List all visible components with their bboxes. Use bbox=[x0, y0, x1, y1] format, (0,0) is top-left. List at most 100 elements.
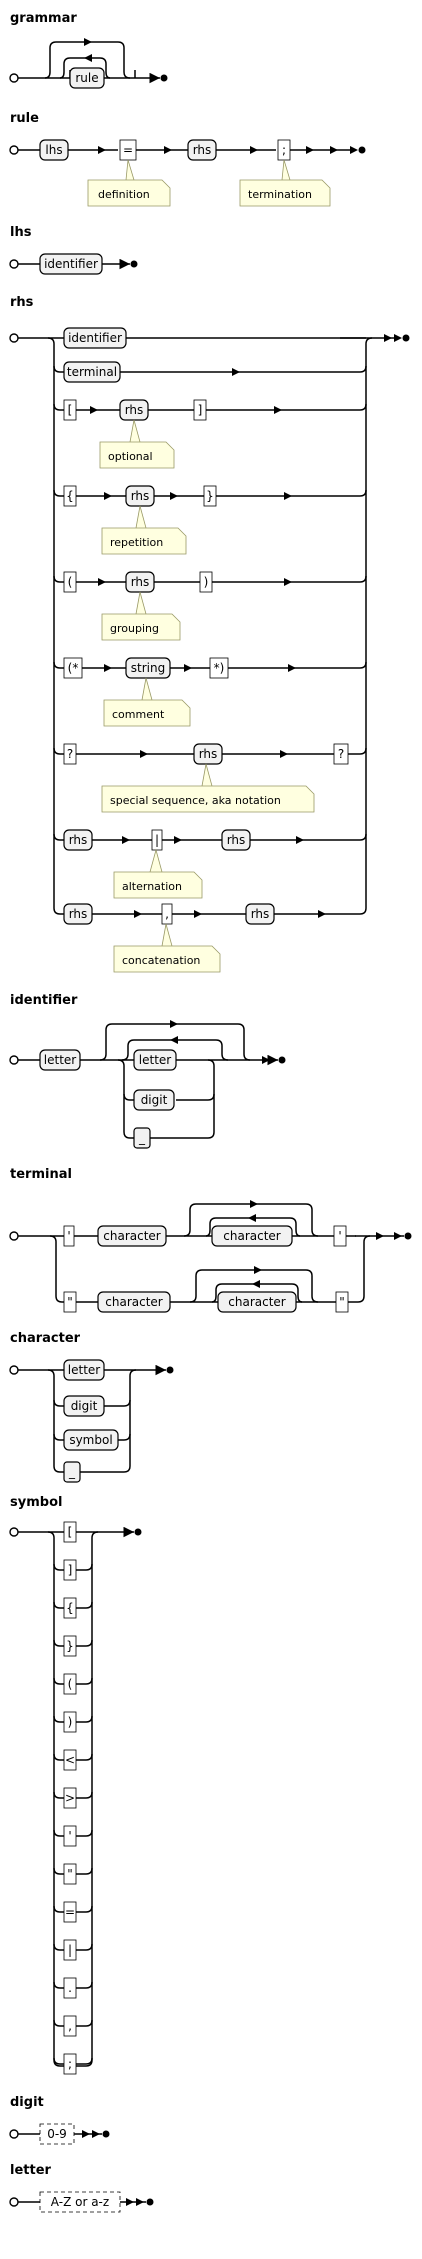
symbol-item-label: { bbox=[66, 1601, 74, 1615]
character-digit-node bbox=[63, 1395, 105, 1417]
symbol-item-node bbox=[63, 2015, 77, 2037]
symbol-item-label: < bbox=[65, 1753, 75, 1767]
symbol-item-node bbox=[63, 1787, 77, 1809]
rule-note-definition-text: definition bbox=[98, 188, 150, 201]
digit-section: digit 0-9 bbox=[9, 2095, 110, 2145]
rhs-comma-label: , bbox=[165, 907, 169, 921]
symbol-item-label: [ bbox=[68, 1525, 73, 1539]
terminal-section: terminal ' character character ' " chara… bbox=[9, 1167, 412, 1313]
rhs-qmark-close-label: ? bbox=[338, 747, 344, 761]
grammar-start bbox=[9, 73, 19, 83]
symbol-item-label: ) bbox=[68, 1715, 73, 1729]
rhs-string-label: string bbox=[131, 661, 165, 675]
letter-range-label: A-Z or a-z bbox=[51, 2195, 109, 2209]
rule-note-termination-text: termination bbox=[248, 188, 312, 201]
grammar-section: grammar rule bbox=[9, 11, 168, 89]
terminal-character-label-4: character bbox=[228, 1295, 286, 1309]
character-symbol-label: symbol bbox=[69, 1433, 112, 1447]
lhs-identifier-label: identifier bbox=[44, 257, 98, 271]
rhs-note-concatenation-text: concatenation bbox=[122, 954, 200, 967]
identifier-section: identifier letter letter digit _ bbox=[9, 993, 286, 1149]
rule-title: rule bbox=[10, 111, 39, 126]
rhs-lcomment-label: (* bbox=[68, 661, 79, 675]
symbol-item-label: ] bbox=[68, 1563, 73, 1577]
symbol-item-node bbox=[63, 1939, 77, 1961]
lhs-section: lhs identifier bbox=[9, 225, 138, 275]
symbol-item-label: . bbox=[68, 1981, 72, 1995]
symbol-item-node bbox=[63, 1863, 77, 1885]
identifier-underscore-node bbox=[133, 1127, 151, 1149]
grammar-title: grammar bbox=[10, 11, 77, 26]
rhs-note-comment bbox=[103, 677, 191, 727]
rhs-pipe-label: | bbox=[155, 833, 159, 847]
rhs-note-concatenation bbox=[113, 923, 221, 973]
letter-range-node bbox=[39, 2191, 121, 2213]
rhs-grouping-rhs-label: rhs bbox=[131, 575, 150, 589]
rule-eq-label: = bbox=[123, 143, 133, 157]
symbol-item-node bbox=[63, 1711, 77, 1733]
rule-note-termination bbox=[239, 159, 331, 207]
rule-section: rule lhs = rhs ; definition termination bbox=[9, 111, 366, 207]
grammar-end bbox=[160, 74, 168, 82]
symbol-item-label: } bbox=[66, 1639, 74, 1653]
rhs-repetition-rhs-label: rhs bbox=[131, 489, 150, 503]
rhs-note-optional-text: optional bbox=[108, 450, 153, 463]
terminal-character-node-2 bbox=[211, 1225, 293, 1247]
rhs-lparen-label: ( bbox=[68, 575, 73, 589]
rhs-concat-left-label: rhs bbox=[69, 907, 88, 921]
symbol-item-label: | bbox=[68, 1943, 72, 1957]
symbol-title: symbol bbox=[10, 1495, 62, 1510]
symbol-item-node bbox=[63, 1635, 77, 1657]
rhs-alt-left-label: rhs bbox=[69, 833, 88, 847]
symbol-item-node bbox=[63, 1901, 77, 1923]
symbol-item-label: ( bbox=[68, 1677, 73, 1691]
rhs-note-optional bbox=[99, 419, 175, 469]
symbol-item-node bbox=[63, 2053, 77, 2075]
rhs-rbrace-label: } bbox=[206, 489, 214, 503]
digit-title: digit bbox=[10, 2095, 44, 2110]
terminal-character-label-2: character bbox=[223, 1229, 281, 1243]
rhs-concat-right-label: rhs bbox=[251, 907, 270, 921]
rule-note-definition bbox=[87, 159, 171, 207]
character-digit-label: digit bbox=[71, 1399, 98, 1413]
rhs-title: rhs bbox=[10, 295, 34, 310]
symbol-item-label: ; bbox=[68, 2057, 72, 2071]
lhs-title: lhs bbox=[10, 225, 32, 240]
identifier-title: identifier bbox=[10, 993, 78, 1008]
identifier-letter-start-label: letter bbox=[44, 1053, 77, 1067]
terminal-squote-close-label: ' bbox=[338, 1229, 341, 1243]
rhs-lbrace-label: { bbox=[66, 489, 74, 503]
letter-section: letter A-Z or a-z bbox=[9, 2163, 154, 2213]
letter-title: letter bbox=[10, 2163, 52, 2178]
rhs-note-special-text: special sequence, aka notation bbox=[110, 794, 281, 807]
terminal-dquote-close-label: " bbox=[339, 1295, 345, 1309]
rhs-note-special bbox=[101, 763, 315, 813]
terminal-squote-open-label: ' bbox=[67, 1229, 70, 1243]
symbol-item-label: = bbox=[65, 1905, 75, 1919]
symbol-item-label: , bbox=[68, 2019, 72, 2033]
rhs-note-alternation-text: alternation bbox=[122, 880, 182, 893]
character-underscore-node bbox=[63, 1461, 81, 1483]
rhs-note-grouping bbox=[101, 591, 181, 641]
character-letter-label: letter bbox=[68, 1363, 101, 1377]
terminal-character-label-3: character bbox=[105, 1295, 163, 1309]
rhs-special-rhs-label: rhs bbox=[199, 747, 218, 761]
rhs-optional-rhs-label: rhs bbox=[125, 403, 144, 417]
rhs-rcomment-label: *) bbox=[214, 661, 225, 675]
symbol-item-label: > bbox=[65, 1791, 75, 1805]
terminal-title: terminal bbox=[10, 1167, 72, 1182]
rhs-terminal-label: terminal bbox=[67, 365, 117, 379]
rhs-identifier-label: identifier bbox=[68, 331, 122, 345]
rhs-lbracket-label: [ bbox=[68, 403, 73, 417]
rhs-qmark-open-label: ? bbox=[67, 747, 73, 761]
rhs-alt-right-label: rhs bbox=[227, 833, 246, 847]
symbol-item-node bbox=[63, 1597, 77, 1619]
identifier-digit-label: digit bbox=[141, 1093, 168, 1107]
terminal-dquote-open-label: " bbox=[67, 1295, 73, 1309]
symbol-item-node bbox=[63, 1825, 77, 1847]
rule-lhs-label: lhs bbox=[45, 143, 62, 157]
symbol-item-node bbox=[63, 1521, 77, 1543]
rhs-section: rhs identifier terminal [ rhs ] bbox=[9, 295, 410, 973]
grammar-rule-label: rule bbox=[75, 71, 98, 85]
character-symbol-node bbox=[63, 1429, 119, 1451]
